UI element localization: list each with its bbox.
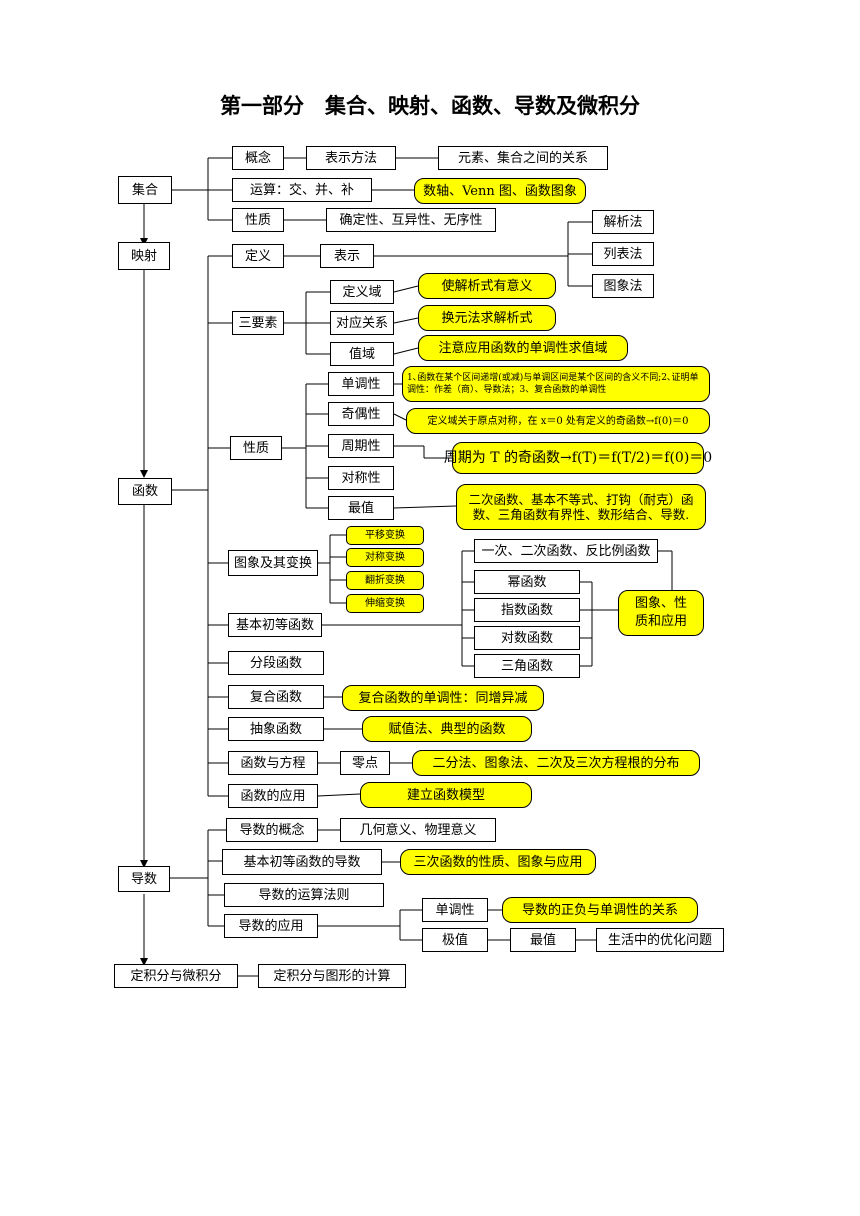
node-jiben-daoshu: 基本初等函数的导数 xyxy=(222,849,382,875)
node-jiben-chudeng: 基本初等函数 xyxy=(228,613,322,637)
node-fenduan: 分段函数 xyxy=(228,651,324,675)
node-tuxiangfa: 图象法 xyxy=(592,274,654,298)
node-hanshu-fangcheng: 函数与方程 xyxy=(228,751,318,775)
page-title: 第一部分 集合、映射、函数、导数及微积分 xyxy=(220,94,640,118)
node-gainian: 概念 xyxy=(232,146,284,170)
node-liebiaofa: 列表法 xyxy=(592,242,654,266)
node-zhishu: 指数函数 xyxy=(474,598,580,622)
node-sanjiao: 三角函数 xyxy=(474,654,580,678)
node-daoshu-gainian: 导数的概念 xyxy=(226,818,318,842)
node-zhiyu: 值域 xyxy=(330,342,394,366)
node-shensuo: 伸缩变换 xyxy=(346,594,424,613)
node-dandiao-d: 单调性 xyxy=(422,898,488,922)
node-daoshu-yingyong: 导数的应用 xyxy=(224,914,318,938)
node-zuizhi: 最值 xyxy=(328,496,394,520)
node-yingshe: 映射 xyxy=(118,242,170,270)
note-zhouqi: 周期为 T 的奇函数→f(T)＝f(T/2)＝f(0)＝0 xyxy=(444,442,712,474)
node-biaoshifangfa: 表示方法 xyxy=(306,146,396,170)
node-dingyi: 定义 xyxy=(232,244,284,268)
note-dandiao: 1､函数在某个区间递增(或减)与单调区间是某个区间的含义不同;2､证明单调性：作… xyxy=(402,366,710,402)
note-hanshu-yingyong: 建立函数模型 xyxy=(360,782,532,808)
note-jiben-daoshu: 三次函数的性质、图象与应用 xyxy=(400,849,596,875)
node-tuxiang-bianhuan: 图象及其变换 xyxy=(228,550,318,576)
node-hanshu-yingyong: 函数的应用 xyxy=(228,784,318,808)
node-dandiao: 单调性 xyxy=(328,372,394,396)
node-zuizhi-d: 最值 xyxy=(510,928,576,952)
node-jiexifa: 解析法 xyxy=(592,210,654,234)
node-jizhi: 极值 xyxy=(422,928,488,952)
note-tuxiang-xingzhi: 图象、性质和应用 xyxy=(618,590,704,636)
node-xingzhi-fn: 性质 xyxy=(230,436,282,460)
node-yuansu-guanxi: 元素、集合之间的关系 xyxy=(438,146,608,170)
node-jihe: 集合 xyxy=(118,176,172,204)
node-quedingxing: 确定性、互异性、无序性 xyxy=(326,208,496,232)
node-lingdian: 零点 xyxy=(340,751,390,775)
note-dandiao-d: 导数的正负与单调性的关系 xyxy=(502,897,698,923)
node-fuhe: 复合函数 xyxy=(228,685,324,709)
node-hanshu: 函数 xyxy=(118,478,172,505)
node-duichen-bh: 对称变换 xyxy=(346,548,424,567)
node-zhouqi: 周期性 xyxy=(328,434,394,458)
node-jihe-yiyi: 几何意义、物理意义 xyxy=(340,818,496,842)
node-fanzhe: 翻折变换 xyxy=(346,571,424,590)
node-duichen: 对称性 xyxy=(328,466,394,490)
node-yunsuan-faze: 导数的运算法则 xyxy=(224,883,384,907)
node-sanyaosu: 三要素 xyxy=(232,311,284,335)
node-duiying: 对应关系 xyxy=(330,311,394,335)
node-mihanshu: 幂函数 xyxy=(474,570,580,594)
node-yici-erci: 一次、二次函数、反比例函数 xyxy=(474,539,658,563)
note-dingyiyu: 使解析式有意义 xyxy=(418,273,556,299)
note-shuzhou: 数轴、Venn 图、函数图象 xyxy=(414,178,586,204)
node-chouxiang: 抽象函数 xyxy=(228,717,324,741)
note-lingdian: 二分法、图象法、二次及三次方程根的分布 xyxy=(412,750,700,776)
note-chouxiang: 赋值法、典型的函数 xyxy=(362,716,532,742)
node-dingjifen-tuxing: 定积分与图形的计算 xyxy=(258,964,406,988)
node-dingjifen: 定积分与微积分 xyxy=(114,964,238,988)
node-pingyi: 平移变换 xyxy=(346,526,424,545)
note-fuhe: 复合函数的单调性：同增异减 xyxy=(342,685,544,711)
note-duiying: 换元法求解析式 xyxy=(418,305,556,331)
note-jiou: 定义域关于原点对称，在 x＝0 处有定义的奇函数→f(0)＝0 xyxy=(406,408,710,434)
node-dingyiyu: 定义域 xyxy=(330,280,394,304)
node-yunsuan: 运算：交、并、补 xyxy=(232,178,372,202)
node-duishu: 对数函数 xyxy=(474,626,580,650)
node-biaoshi: 表示 xyxy=(320,244,374,268)
node-daoshu: 导数 xyxy=(118,866,170,892)
node-youhua: 生活中的优化问题 xyxy=(596,928,724,952)
node-jiou: 奇偶性 xyxy=(328,402,394,426)
note-zhiyu: 注意应用函数的单调性求值域 xyxy=(418,335,628,361)
note-zuizhi: 二次函数、基本不等式、打钩（耐克）函数、三角函数有界性、数形结合、导数. xyxy=(456,484,706,530)
node-xingzhi-set: 性质 xyxy=(232,208,284,232)
